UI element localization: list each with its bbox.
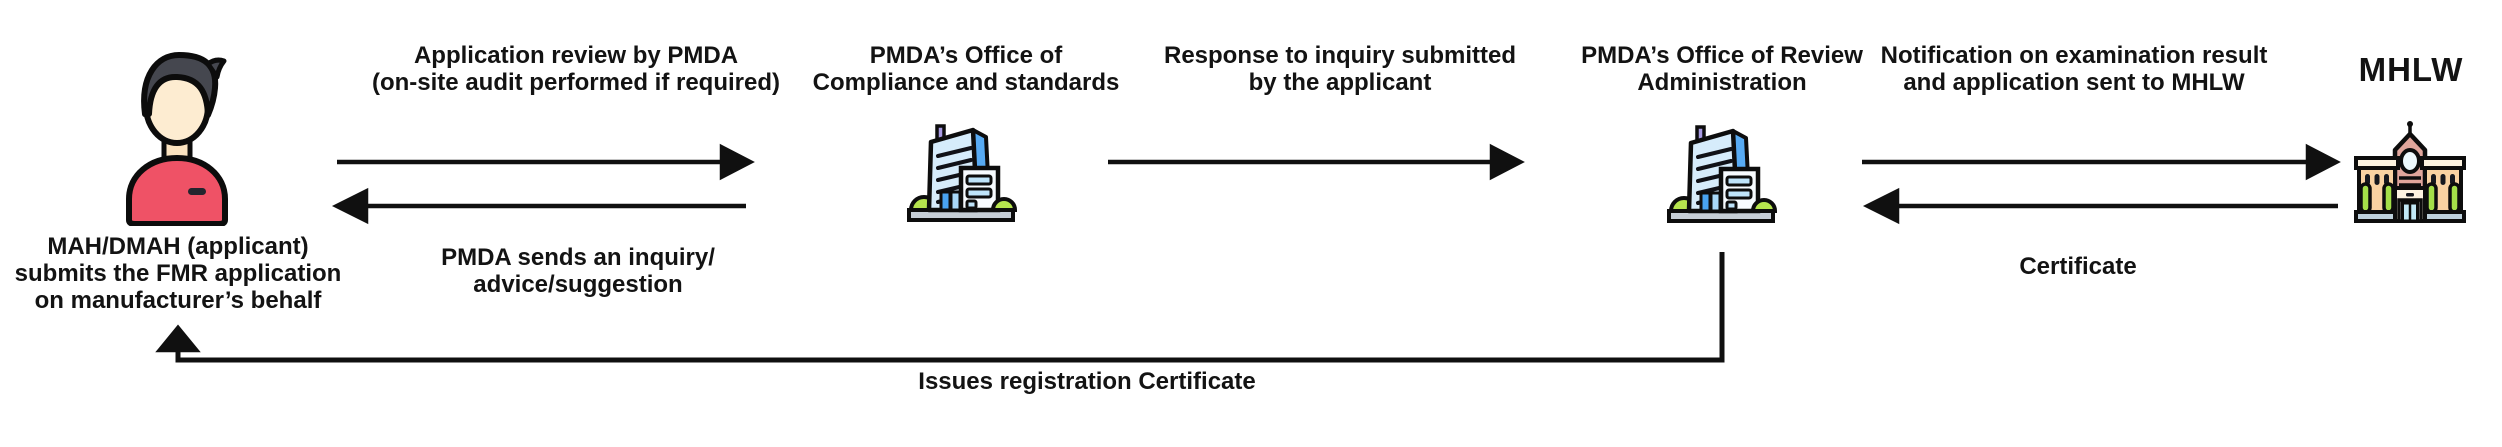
edge-label-notification: Notification on examination result and a…: [1880, 42, 2268, 96]
office-building-icon: [907, 124, 1017, 222]
node-label-applicant: MAH/DMAH (applicant) submits the FMR app…: [14, 233, 342, 314]
node-label-pmda-review: PMDA’s Office of Review Administration: [1581, 42, 1863, 96]
office-building-icon: [1667, 125, 1777, 223]
arrow-notification: [1862, 143, 2341, 181]
edge-label-certificate: Certificate: [2019, 253, 2137, 280]
arrow-certificate: [1862, 187, 2338, 225]
edge-label-application-review: Application review by PMDA (on-site audi…: [371, 42, 781, 96]
edge-label-inquiry-advice: PMDA sends an inquiry/ advice/suggestion: [441, 244, 715, 298]
arrow-inquiry-advice: [331, 187, 746, 225]
person-icon: [126, 52, 228, 226]
arrow-application-review: [337, 143, 755, 181]
arrow-response-inquiry: [1108, 143, 1525, 181]
government-building-icon: [2354, 121, 2466, 223]
node-label-mhlw: MHLW: [2358, 51, 2464, 88]
edge-label-issues-certificate: Issues registration Certificate: [918, 368, 1256, 395]
arrow-issues-certificate: [155, 252, 1725, 363]
node-label-pmda-compliance: PMDA’s Office of Compliance and standard…: [812, 42, 1120, 96]
edge-label-response-inquiry: Response to inquiry submitted by the app…: [1163, 42, 1517, 96]
